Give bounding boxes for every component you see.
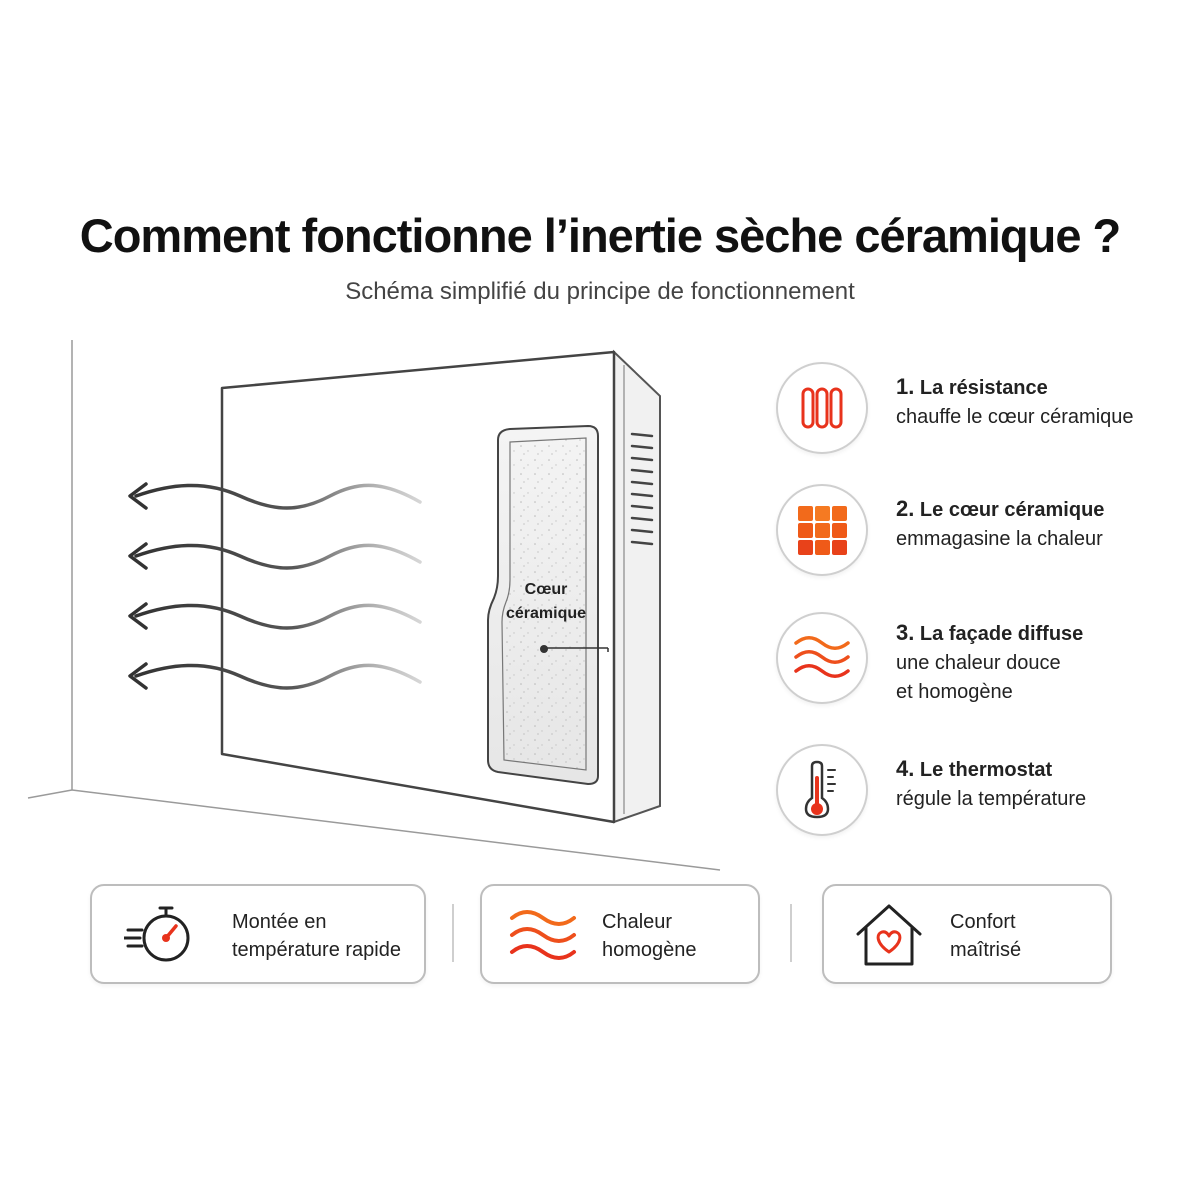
step-number: 1.: [896, 374, 915, 399]
heating-coil-icon: [801, 387, 843, 429]
step-text: 4. Le thermostat régule la température: [896, 754, 1196, 814]
core-label-line1: Cœur: [524, 581, 568, 598]
step-heading: Le thermostat: [919, 759, 1053, 781]
step-body: une chaleur douce et homogène: [896, 652, 1061, 703]
page-subtitle: Schéma simplifié du principe de fonction…: [345, 278, 855, 305]
step-icon-circle: [776, 484, 868, 576]
step-2: 2. Le cœur céramique emmagasine la chale…: [776, 484, 1176, 576]
step-text: 2. Le cœur céramique emmagasine la chale…: [896, 494, 1196, 554]
step-icon-circle: [776, 744, 868, 836]
heat-waves-icon: [794, 636, 850, 678]
feature-label: Montée en température rapide: [232, 911, 401, 961]
separator: [452, 904, 454, 962]
house-heart-icon: [856, 904, 922, 966]
wall-lines: [27, 340, 721, 871]
step-body: régule la température: [896, 788, 1087, 810]
heat-flow-arrows: [134, 483, 422, 690]
step-text: 3. La façade diffuse une chaleur douce e…: [896, 618, 1196, 707]
page-title: Comment fonctionne l’inertie sèche céram…: [79, 209, 1121, 262]
step-number: 3.: [896, 620, 915, 645]
step-heading: La résistance: [919, 377, 1048, 399]
vent-slots: [630, 432, 654, 546]
step-icon-circle: [776, 612, 868, 704]
step-number: 2.: [896, 496, 915, 521]
radiator-diagram: [27, 340, 721, 871]
feature-card-homogeneous-heat: Chaleur homogène: [480, 884, 760, 984]
feature-label: Chaleur homogène: [602, 911, 697, 961]
ceramic-core-label: Cœur céramique: [496, 578, 596, 626]
core-label-line2: céramique: [505, 605, 587, 622]
step-icon-circle: [776, 362, 868, 454]
step-number: 4.: [896, 756, 915, 781]
step-4: 4. Le thermostat régule la température: [776, 744, 1176, 836]
step-heading: La façade diffuse: [919, 623, 1084, 645]
step-heading: Le cœur céramique: [919, 499, 1105, 521]
feature-card-controlled-comfort: Confort maîtrisé: [822, 884, 1112, 984]
feature-label: Confort maîtrisé: [950, 911, 1022, 961]
step-text: 1. La résistance chauffe le cœur céramiq…: [896, 372, 1196, 432]
step-body: emmagasine la chaleur: [896, 528, 1103, 550]
ceramic-grid-icon: [798, 506, 847, 555]
feature-card-rapid-heating: Montée en température rapide: [90, 884, 426, 984]
step-body: chauffe le cœur céramique: [896, 406, 1134, 428]
step-3: 3. La façade diffuse une chaleur douce e…: [776, 612, 1176, 704]
separator: [790, 904, 792, 962]
arrow-heads: [128, 482, 148, 690]
step-1: 1. La résistance chauffe le cœur céramiq…: [776, 362, 1176, 454]
radiator-body: [220, 349, 661, 824]
stopwatch-icon: [124, 906, 190, 962]
heat-waves-icon: [510, 910, 576, 960]
thermometer-icon: [804, 760, 836, 819]
